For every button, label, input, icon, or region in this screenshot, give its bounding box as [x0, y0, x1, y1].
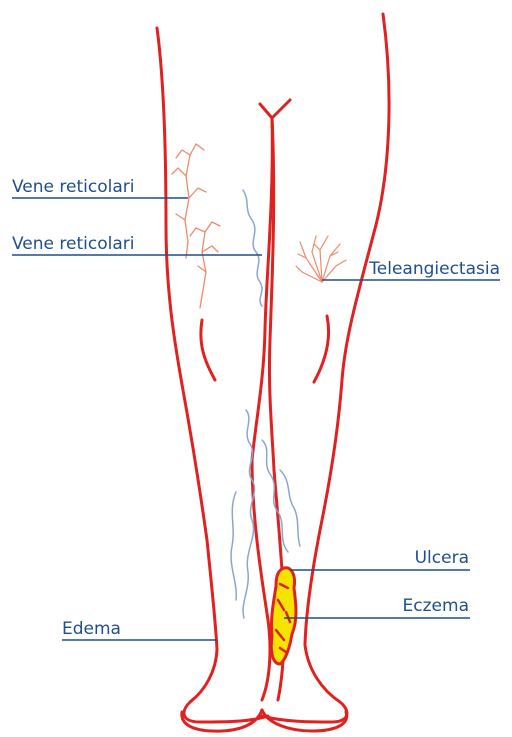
label-vene-reticolari-1: Vene reticolari [12, 177, 134, 197]
ulcer-lesion [271, 568, 296, 664]
reticular-veins-left [172, 144, 220, 308]
label-edema: Edema [62, 619, 121, 639]
label-vene-reticolari-2: Vene reticolari [12, 234, 134, 254]
left-knee-crease [201, 320, 215, 380]
teleangiectasia-spider-veins [296, 236, 346, 282]
label-eczema: Eczema [403, 596, 469, 616]
label-ulcera: Ulcera [415, 548, 469, 568]
crotch-line [260, 100, 290, 118]
thigh-varicose-vein [243, 190, 262, 306]
right-knee-crease [314, 316, 329, 382]
calf-varicose-vein-3 [231, 492, 236, 600]
label-teleangiectasia: Teleangiectasia [368, 259, 500, 279]
varicose-veins [231, 190, 300, 618]
